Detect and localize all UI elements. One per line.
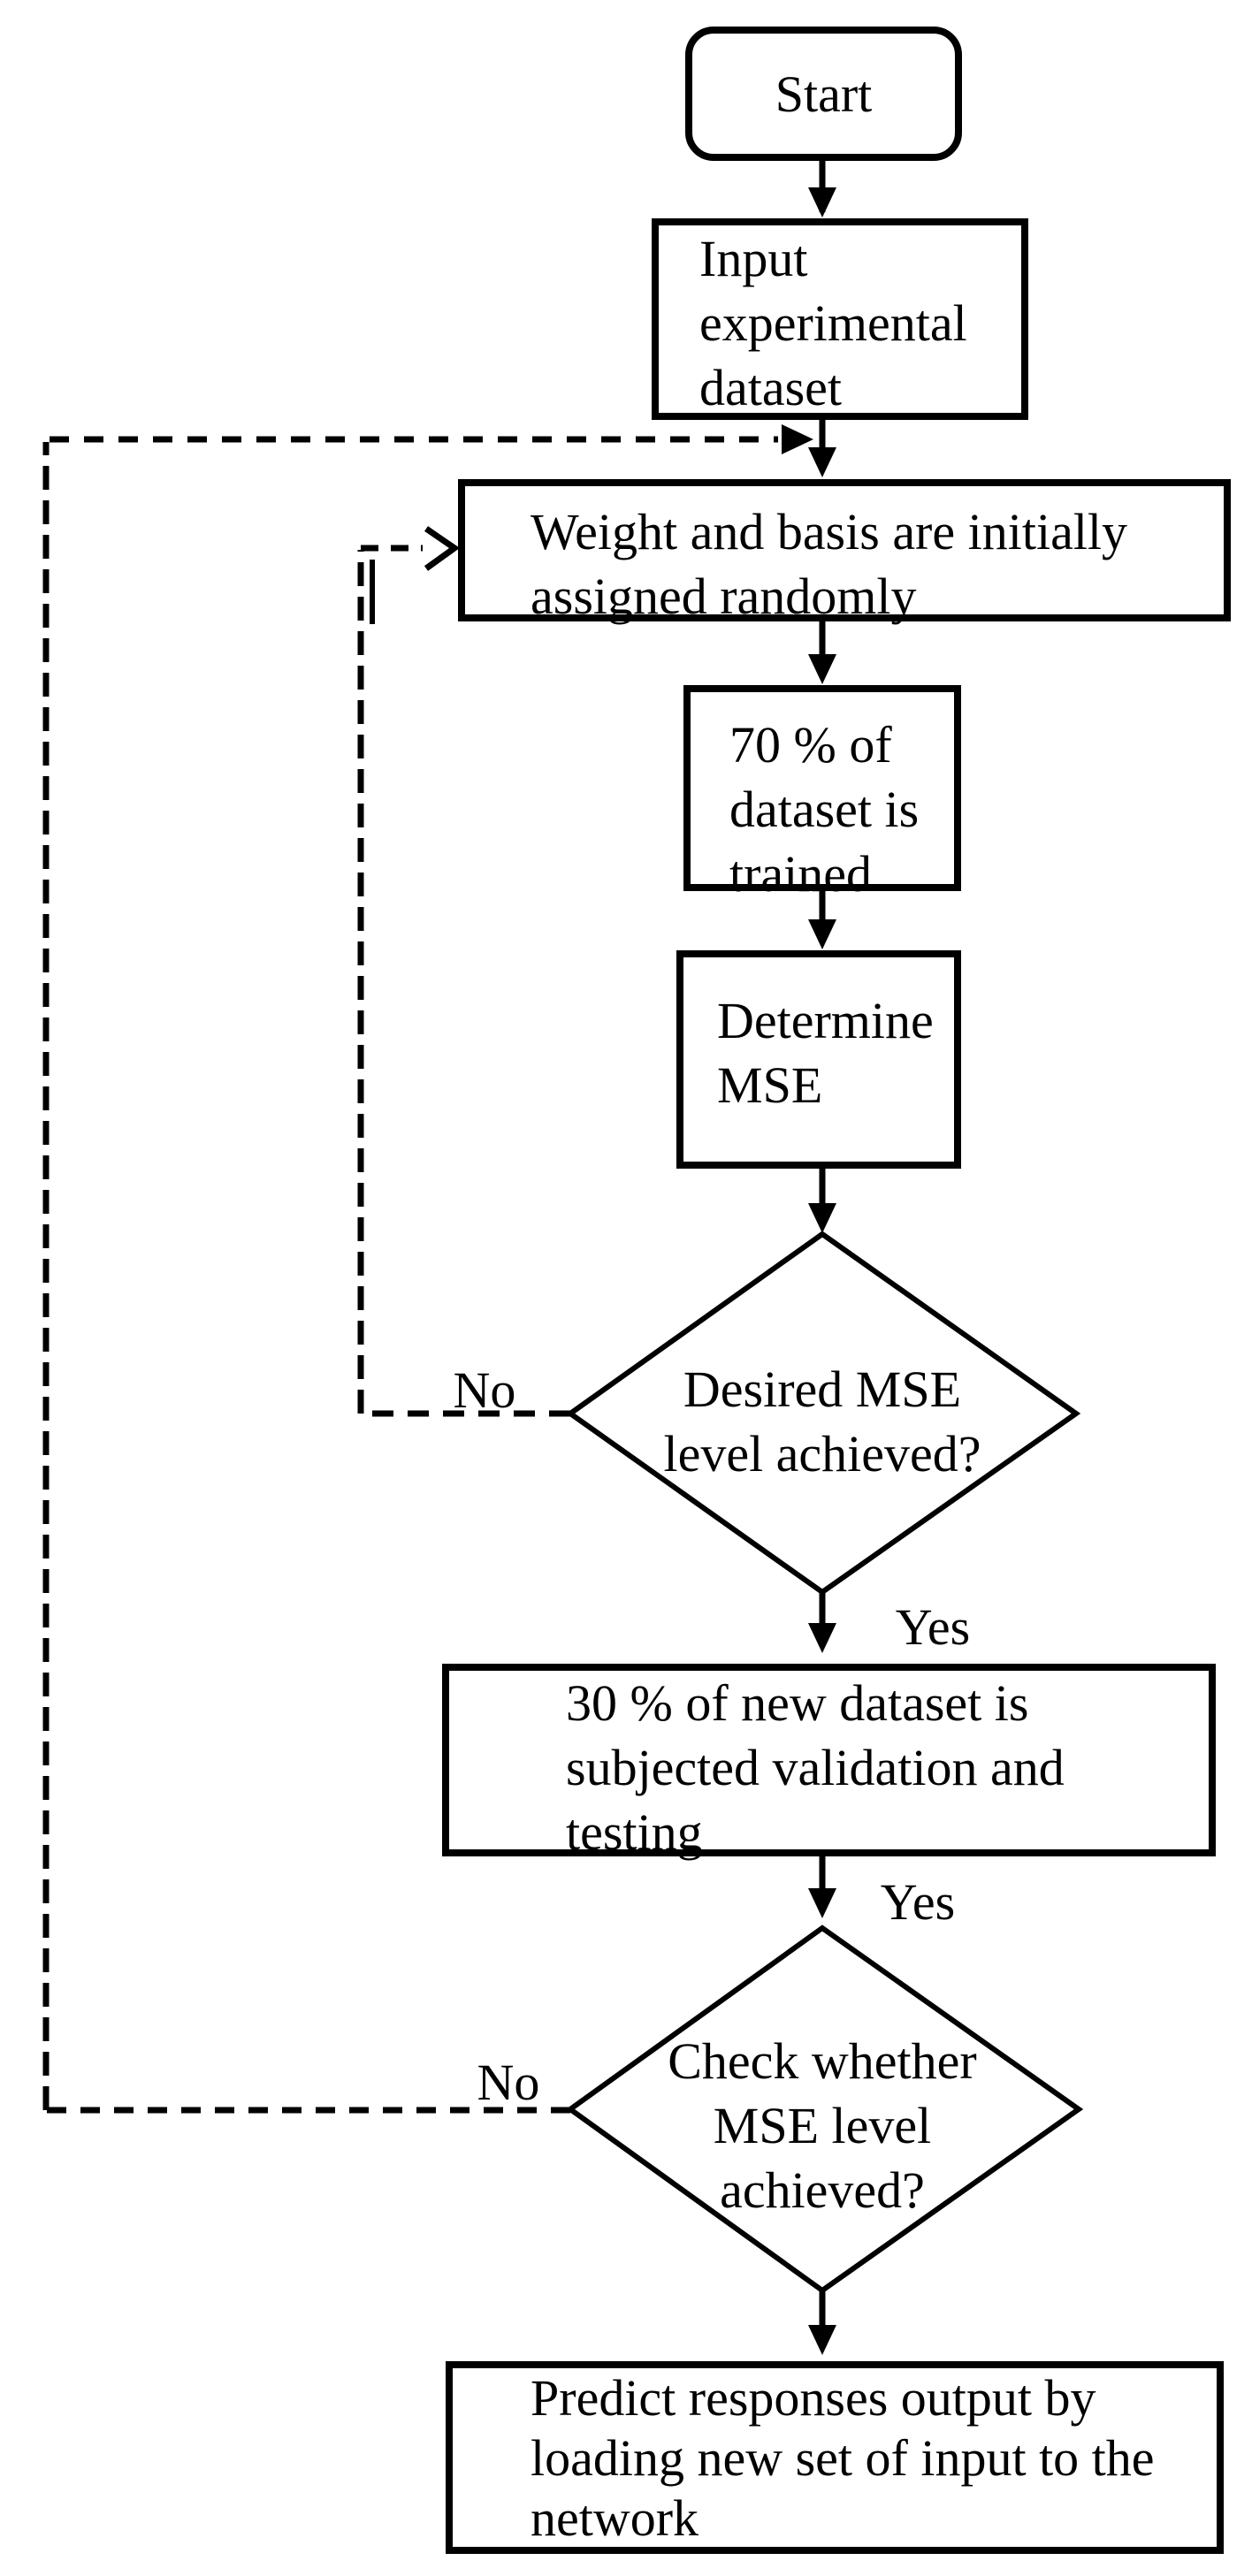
filled-arrowhead-icon (782, 424, 813, 454)
arrow-decision1-to-validate30 (808, 1591, 836, 1653)
node-input-experimental-dataset: Input experimental dataset (652, 218, 1028, 420)
node-validate-30-percent: 30 % of new dataset is subjected validat… (442, 1664, 1216, 1861)
node-predict-responses: Predict responses output by loading new … (446, 2361, 1224, 2554)
decision-text-desired-mse: Desired MSE level achieved? (663, 1360, 981, 1482)
edge-label-yes-2: Yes (880, 1873, 956, 1931)
edge-label-no-2: No (477, 2054, 540, 2111)
node-start: Start (685, 27, 962, 161)
open-arrowhead-icon (424, 526, 461, 571)
node-assign-weights-randomly: Weight and basis are initially assigned … (458, 479, 1231, 625)
dashed-loop-no-2 (42, 424, 813, 2114)
arrow-weight-to-train70 (808, 621, 836, 684)
node-train-70-percent: 70 % of dataset is trained (683, 685, 961, 903)
dashed-loop-no-1 (357, 526, 570, 1417)
edge-label-yes-1: Yes (895, 1598, 971, 1656)
arrow-train70-to-determine-mse (808, 891, 836, 949)
edge-label-no-1: No (453, 1361, 516, 1419)
node-determine-mse: Determine MSE (676, 950, 961, 1169)
arrow-input-to-weight (808, 420, 836, 477)
arrow-decision2-to-predict (808, 2290, 836, 2355)
arrow-validate30-to-decision2 (808, 1856, 836, 1918)
arrow-start-to-input (808, 161, 836, 217)
decision-text-mse-level: Check whether MSE level achieved? (668, 2032, 977, 2219)
arrow-determine-mse-to-decision1 (808, 1169, 836, 1233)
